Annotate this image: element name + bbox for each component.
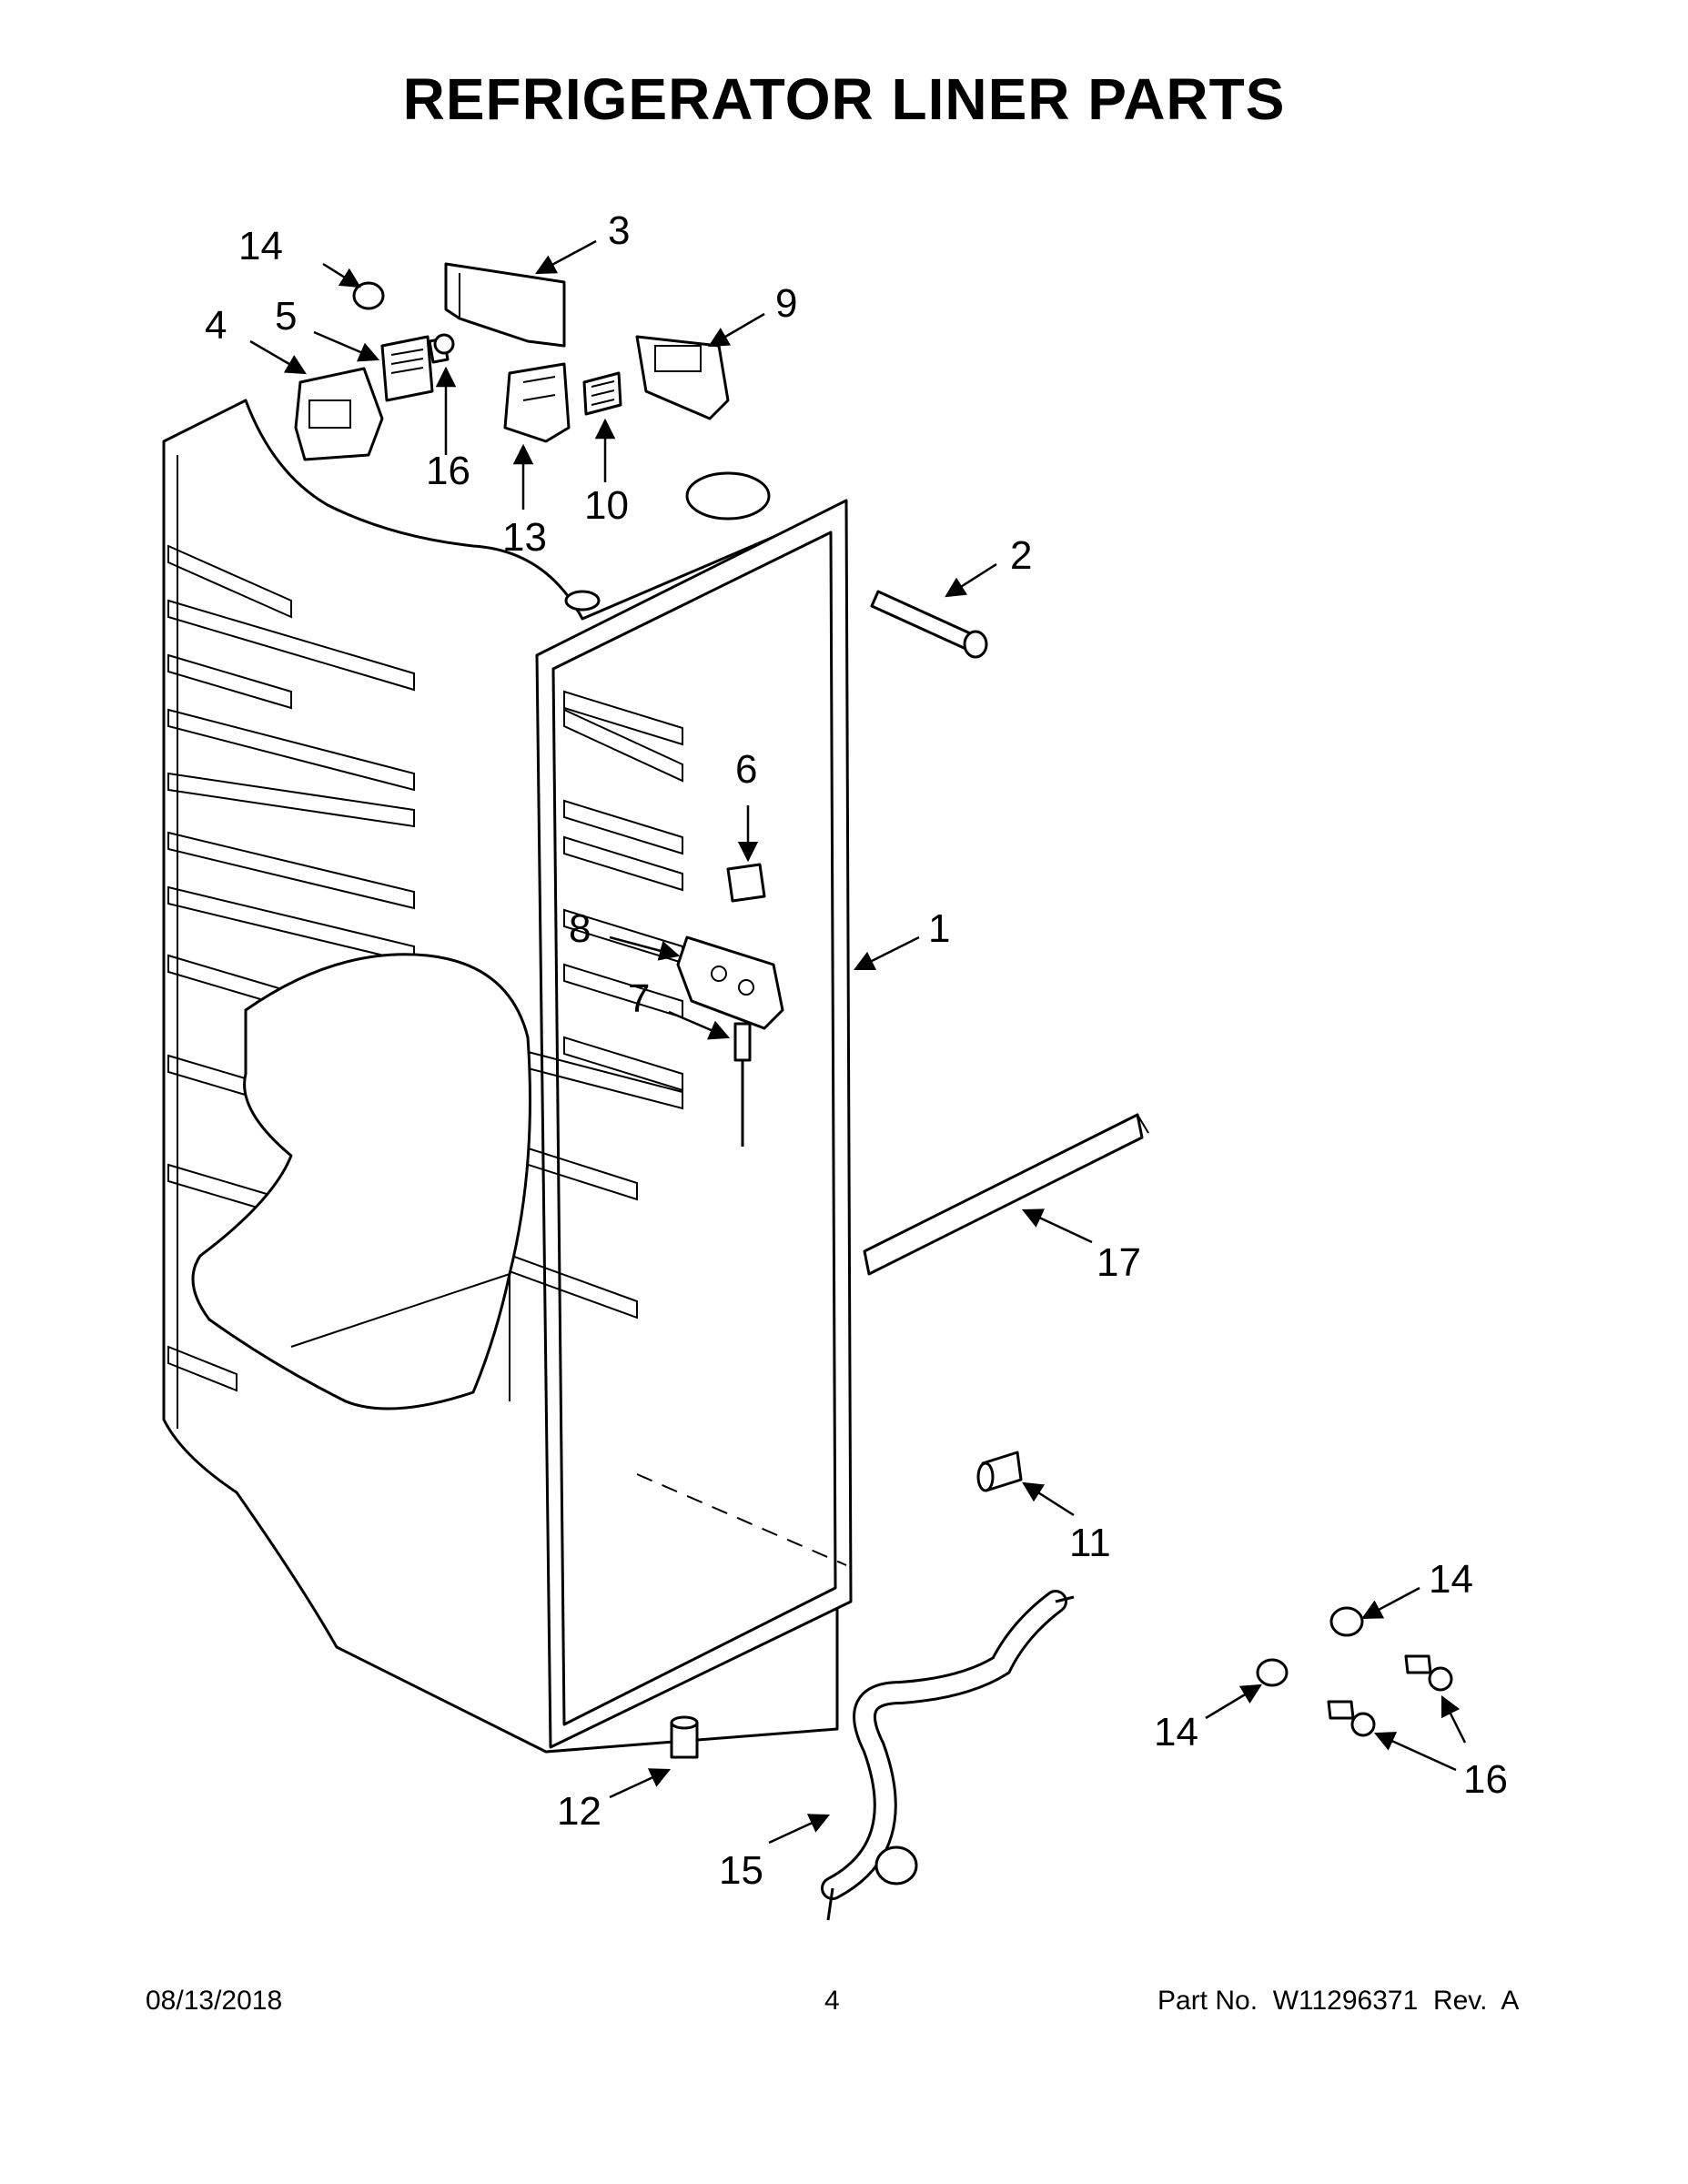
part-14-bumper-top — [352, 281, 385, 310]
part-12-cap — [670, 1715, 699, 1759]
callout-4: 4 — [205, 303, 227, 348]
part-10-panel — [582, 371, 622, 416]
part-9-assembly — [635, 335, 730, 420]
callout-7: 7 — [628, 976, 650, 1021]
part-5-connector — [380, 335, 434, 402]
callout-9: 9 — [775, 281, 797, 326]
callout-15: 15 — [719, 1848, 763, 1893]
leader-arrows — [249, 239, 1467, 1845]
part-11-grommet — [976, 1451, 1023, 1492]
callout-11: 11 — [1069, 1521, 1111, 1565]
part-13-duct — [503, 362, 571, 443]
footer-date: 08/13/2018 — [146, 1986, 283, 2016]
part-8-housing — [676, 935, 784, 1030]
callout-14-top: 14 — [238, 224, 283, 268]
part-15-hose — [821, 1590, 1075, 1921]
footer-page-number: 4 — [824, 1986, 840, 2016]
callout-16-top: 16 — [426, 449, 470, 493]
callout-5: 5 — [275, 294, 297, 339]
callout-6: 6 — [735, 747, 757, 792]
callout-2: 2 — [1010, 533, 1032, 578]
callout-10: 10 — [584, 483, 629, 528]
callout-1: 1 — [928, 906, 950, 951]
callout-14-right: 14 — [1429, 1557, 1473, 1602]
part-3-bracket — [444, 262, 566, 348]
callout-13: 13 — [502, 515, 547, 560]
part-4-module — [294, 367, 384, 461]
footer-part-number: Part No. W11296371 Rev. A — [1157, 1986, 1520, 2016]
part-17-rail — [863, 1113, 1149, 1276]
part-16-pin-top — [428, 333, 455, 364]
callout-8: 8 — [569, 906, 591, 951]
callout-3: 3 — [608, 208, 630, 253]
callout-17: 17 — [1097, 1240, 1141, 1285]
part-2-tube — [870, 590, 988, 659]
callout-16-right: 16 — [1463, 1757, 1508, 1802]
callout-14-lower: 14 — [1154, 1710, 1198, 1754]
part-16-pin-right-2 — [1327, 1700, 1376, 1737]
part-16-pin-right-1 — [1404, 1654, 1453, 1692]
page-title: REFRIGERATOR LINER PARTS — [402, 66, 1286, 132]
part-6-clip — [726, 863, 766, 903]
part-7-sensor — [733, 1022, 752, 1147]
part-14-bumper-right-1 — [1329, 1606, 1364, 1637]
refrigerator-liner — [162, 399, 853, 1754]
callout-12: 12 — [557, 1789, 601, 1834]
part-14-bumper-right-2 — [1256, 1658, 1289, 1687]
